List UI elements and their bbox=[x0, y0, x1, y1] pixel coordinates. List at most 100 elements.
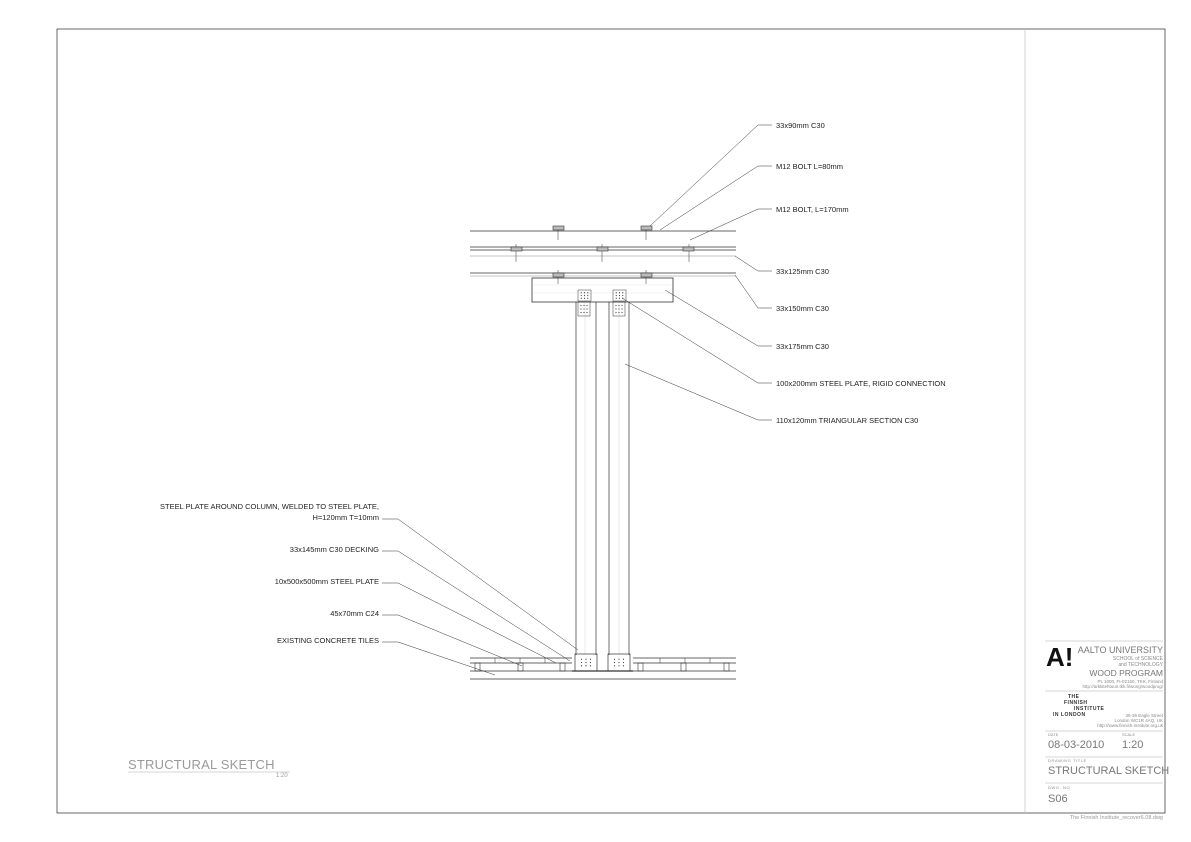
label-33x150: 33x150mm C30 bbox=[776, 304, 829, 313]
column bbox=[575, 301, 630, 655]
bolt-hole-dot bbox=[580, 308, 582, 310]
label-33x125: 33x125mm C30 bbox=[776, 267, 829, 276]
bolt-hole-dot bbox=[622, 658, 625, 660]
sheet-border bbox=[56, 28, 1166, 814]
bolt-hole-dot bbox=[580, 661, 583, 664]
date-label: DATE bbox=[1048, 732, 1059, 737]
bolt-hole-dot bbox=[615, 308, 617, 310]
date-value: 08-03-2010 bbox=[1048, 739, 1105, 751]
bolt-hole-dot bbox=[580, 665, 583, 667]
bolt-hole-dot bbox=[583, 311, 585, 314]
institute-line-1: THE bbox=[1068, 694, 1080, 700]
bolt-hole-dot bbox=[615, 311, 617, 314]
bolt-hole-dot bbox=[580, 658, 583, 660]
bolt-hole-dot bbox=[615, 292, 617, 294]
bolt-hole-dot bbox=[618, 658, 620, 660]
bolt-hole-dot bbox=[583, 294, 586, 297]
base-deck bbox=[470, 653, 736, 680]
aalto-url: http://arkkitehtuuri.tkk.fi/wong/woodpro… bbox=[1082, 684, 1163, 689]
bolt-hole-dot bbox=[586, 311, 588, 314]
dwg-no-value: S06 bbox=[1048, 793, 1068, 805]
beam-assembly bbox=[470, 225, 736, 303]
bolt-hole-dot bbox=[589, 658, 592, 660]
bolt-hole-dot bbox=[618, 297, 621, 299]
label-decking: 33x145mm C30 DECKING bbox=[289, 545, 379, 554]
bolt-hole-dot bbox=[615, 304, 617, 307]
institute-line-2: FINNISH bbox=[1064, 700, 1088, 706]
bolt-hole-dot bbox=[589, 661, 592, 664]
file-name-footer: The Finnish Institute_recover6.08.dwg bbox=[1069, 815, 1163, 821]
bolt-hole-dot bbox=[618, 294, 621, 297]
bolt-hole-dot bbox=[618, 311, 620, 314]
bolt-hole-dot bbox=[583, 292, 586, 294]
leader-lines bbox=[382, 124, 772, 676]
bolt-hole-dot bbox=[580, 311, 582, 314]
institute-address-2: London WC1R 4AQ, UK bbox=[1114, 718, 1163, 723]
bolt-hole-dot bbox=[613, 661, 616, 664]
bolt-hole-dot bbox=[580, 292, 582, 294]
aalto-logo: A! bbox=[1046, 642, 1074, 672]
dwg-no-label: DWG. NO bbox=[1048, 785, 1071, 790]
bolt-hole-dot bbox=[622, 292, 624, 294]
bolt-hole-dot bbox=[622, 294, 624, 297]
bolt-hole-dot bbox=[587, 292, 589, 294]
bolt-hole-dot bbox=[618, 665, 620, 667]
label-45x70: 45x70mm C24 bbox=[330, 609, 379, 618]
institute-line-4: IN LONDON bbox=[1053, 712, 1086, 718]
bolt-hole-dot bbox=[622, 297, 624, 299]
institute-url: http://www.finnish-institute.org.uk bbox=[1097, 723, 1163, 728]
aalto-address: PL 1000, FI-02150, TKK, Finland bbox=[1097, 679, 1163, 684]
title-block-lines bbox=[128, 640, 1163, 784]
bolt-hole-dot bbox=[618, 304, 620, 307]
program-name: WOOD PROGRAM bbox=[1089, 668, 1163, 678]
bolt-hole-dot bbox=[618, 308, 620, 310]
bolt-hole-dot bbox=[583, 297, 586, 299]
bolt-hole-dot bbox=[589, 665, 592, 667]
label-steel-plate-rigid: 100x200mm STEEL PLATE, RIGID CONNECTION bbox=[776, 379, 946, 388]
bolt-hole-dot bbox=[621, 311, 623, 314]
bolt-hole-dot bbox=[583, 304, 585, 307]
bolt-hole-dot bbox=[613, 665, 616, 667]
drawing-title: STRUCTURAL SKETCH bbox=[128, 757, 275, 772]
label-m12-bolt-80: M12 BOLT L=80mm bbox=[776, 162, 844, 171]
bolt-hole-dot bbox=[586, 308, 588, 310]
institute-line-3: INSTITUTE bbox=[1074, 706, 1105, 712]
scale-value: 1:20 bbox=[1122, 739, 1144, 751]
label-base-steel-plate: 10x500x500mm STEEL PLATE bbox=[274, 577, 379, 586]
bolt-hole-dot bbox=[583, 308, 585, 310]
bolt-hole-dot bbox=[585, 658, 587, 660]
school-line-2: and TECHNOLOGY bbox=[1118, 662, 1163, 668]
bolt-hole-dot bbox=[621, 308, 623, 310]
bolt-hole-dot bbox=[586, 304, 588, 307]
bolt-hole-dot bbox=[621, 304, 623, 307]
bolt-hole-dot bbox=[587, 297, 589, 299]
bolt-hole-dot bbox=[615, 297, 617, 299]
school-line-1: SCHOOL of SCIENCE bbox=[1112, 656, 1163, 662]
bolt-hole-dot bbox=[585, 661, 587, 664]
label-triangular-section: 110x120mm TRIANGULAR SECTION C30 bbox=[776, 416, 919, 425]
drawing-scale: 1:20 bbox=[276, 773, 288, 779]
label-steel-plate-dimensions: H=120mm T=10mm bbox=[312, 513, 379, 522]
bolt-hole-dot bbox=[580, 294, 582, 297]
drawing-title-label: DRAWING TITLE bbox=[1048, 758, 1087, 763]
label-concrete-tiles: EXISTING CONCRETE TILES bbox=[277, 636, 379, 645]
bolt-hole-dot bbox=[585, 665, 587, 667]
bolt-hole-dot bbox=[615, 294, 617, 297]
bolt-hole-dot bbox=[587, 294, 589, 297]
scale-label: SCALE bbox=[1122, 732, 1136, 737]
title-block-drawing-title: STRUCTURAL SKETCH bbox=[1048, 765, 1170, 777]
bolt-hole-dot bbox=[580, 297, 582, 299]
bolt-hole-dot bbox=[613, 658, 616, 660]
bolt-hole-dot bbox=[622, 661, 625, 664]
label-33x90: 33x90mm C30 bbox=[776, 121, 825, 130]
label-steel-plate-around-column: STEEL PLATE AROUND COLUMN, WELDED TO STE… bbox=[160, 502, 379, 511]
university-name: AALTO UNIVERSITY bbox=[1077, 645, 1163, 655]
bolt-hole-dot bbox=[618, 292, 621, 294]
label-m12-bolt-170: M12 BOLT, L=170mm bbox=[776, 205, 849, 214]
label-33x175: 33x175mm C30 bbox=[776, 342, 829, 351]
institute-address-1: 35-36 Eagle Street bbox=[1125, 713, 1163, 718]
bolt-hole-dot bbox=[580, 304, 582, 307]
bolt-hole-dot bbox=[622, 665, 625, 667]
bolt-hole-dot bbox=[618, 661, 620, 664]
